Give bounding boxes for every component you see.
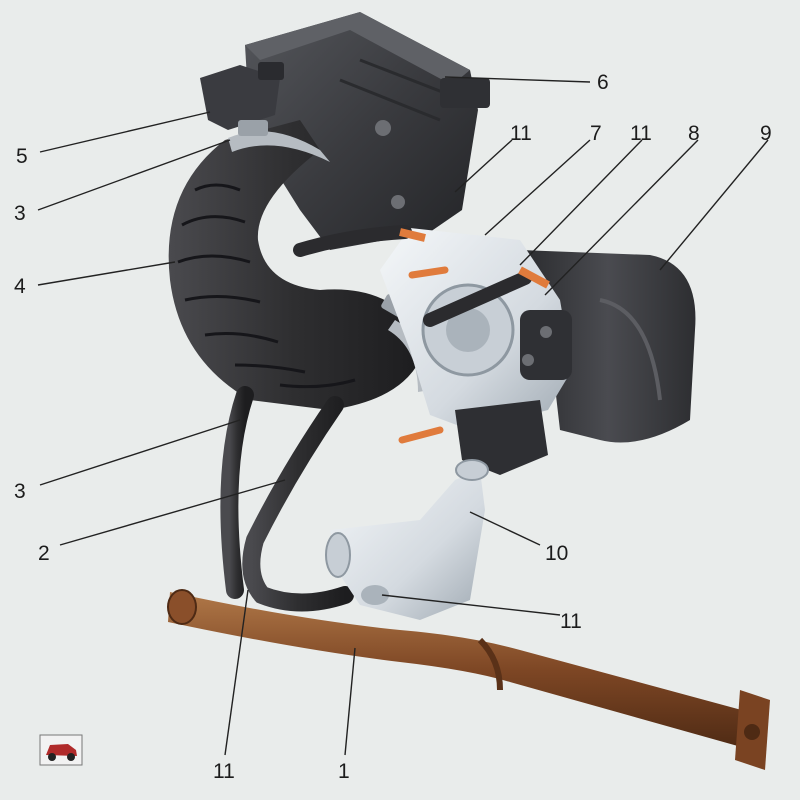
callout-5: 5 — [16, 145, 28, 168]
leader-line-3-lower — [39, 419, 241, 486]
coolant-hose-middle — [242, 396, 354, 612]
air-filter-housing — [245, 12, 490, 250]
intake-manifold — [520, 250, 696, 443]
callout-3-upper: 3 — [14, 202, 26, 225]
callout-8: 8 — [688, 122, 700, 145]
leader-lines — [37, 76, 769, 756]
hose-clamp-upper — [228, 120, 330, 162]
callout-3-lower: 3 — [14, 480, 26, 503]
leader-line-1 — [344, 647, 356, 756]
leader-line-4 — [37, 261, 176, 286]
leader-line-11-b — [519, 139, 643, 266]
leader-line-3-upper — [37, 139, 231, 211]
callout-4: 4 — [14, 275, 26, 298]
callout-11-c: 11 — [560, 610, 582, 633]
callout-10: 10 — [545, 542, 568, 565]
leader-line-5 — [39, 111, 211, 153]
leader-line-2 — [59, 479, 286, 546]
coolant-hose-left — [220, 386, 254, 599]
callout-7: 7 — [590, 122, 602, 145]
callout-11-b: 11 — [630, 122, 652, 145]
leader-line-7 — [484, 139, 591, 236]
leader-line-9 — [659, 139, 769, 271]
leader-line-6 — [444, 76, 591, 83]
callout-6: 6 — [597, 71, 609, 94]
leader-line-10 — [469, 511, 541, 546]
leader-line-11-c — [381, 594, 561, 616]
callout-labels: 6 5 3 4 11 7 11 8 9 3 2 10 11 11 1 — [14, 71, 772, 783]
callout-11-a: 11 — [510, 122, 532, 145]
leader-line-11-d — [224, 589, 249, 756]
leader-line-11-a — [454, 139, 513, 193]
exhaust-pipe — [167, 589, 770, 770]
callout-2: 2 — [38, 542, 50, 565]
airflow-sensor — [200, 62, 284, 130]
air-intake-hose — [168, 120, 420, 410]
car-logo-icon — [39, 734, 83, 766]
callout-11-d: 11 — [213, 760, 235, 783]
coolant-hose-upper — [293, 225, 550, 327]
coolant-fitting — [325, 459, 489, 620]
leader-line-8 — [544, 139, 699, 296]
throttle-body — [380, 228, 572, 475]
callout-9: 9 — [760, 122, 772, 145]
callout-1: 1 — [338, 760, 350, 783]
